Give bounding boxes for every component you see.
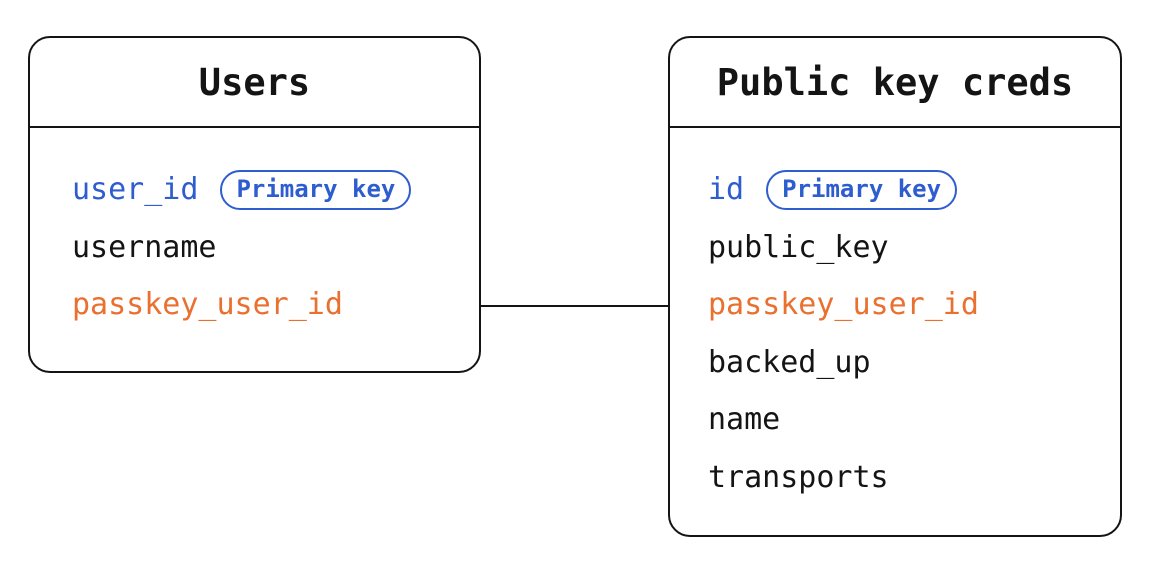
field-public-key: public_key (708, 229, 889, 265)
field-id: id (708, 172, 745, 208)
table-row: user_id Primary key (72, 161, 479, 219)
table-row: name (708, 391, 1120, 449)
table-title-public-key-creds: Public key creds (716, 60, 1074, 104)
table-body: user_id Primary key username passkey_use… (30, 128, 479, 334)
relationship-line (481, 305, 668, 307)
primary-key-badge: Primary key (220, 169, 412, 210)
table-header: Public key creds (670, 38, 1120, 128)
field-passkey-user-id: passkey_user_id (72, 287, 343, 323)
table-row: username (72, 219, 479, 277)
field-user-id: user_id (72, 172, 199, 208)
field-name: name (708, 402, 781, 438)
table-row: id Primary key (708, 161, 1120, 219)
table-body: id Primary key public_key passkey_user_i… (670, 128, 1120, 506)
field-backed-up: backed_up (708, 344, 871, 380)
field-username: username (72, 229, 217, 265)
table-users: Users user_id Primary key username passk… (28, 36, 481, 373)
field-transports: transports (708, 459, 889, 495)
table-row: transports (708, 449, 1120, 507)
table-row: passkey_user_id (708, 276, 1120, 334)
primary-key-badge: Primary key (766, 169, 958, 210)
table-row: backed_up (708, 334, 1120, 392)
table-row: passkey_user_id (72, 276, 479, 334)
table-title-users: Users (198, 60, 311, 104)
table-row: public_key (708, 219, 1120, 277)
table-public-key-creds: Public key creds id Primary key public_k… (668, 36, 1122, 537)
table-header: Users (30, 38, 479, 128)
field-passkey-user-id: passkey_user_id (708, 287, 979, 323)
